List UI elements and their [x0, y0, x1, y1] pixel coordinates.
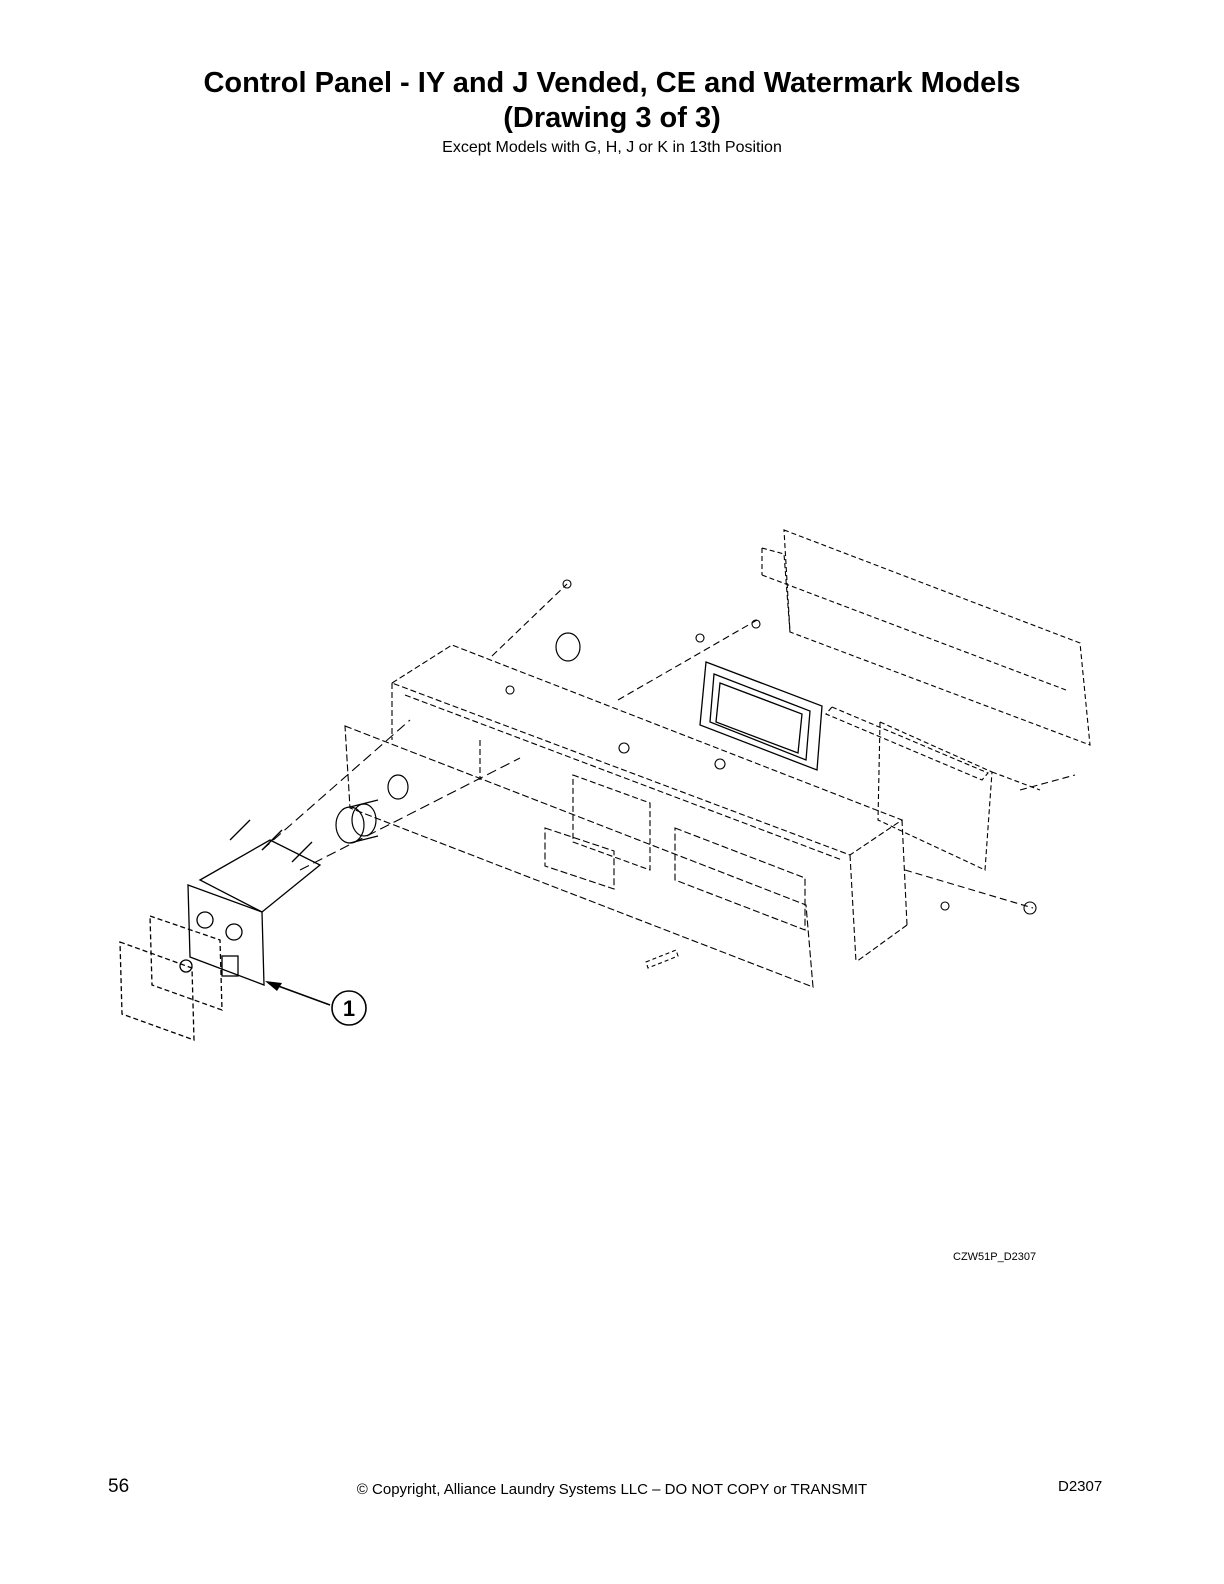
front-face-panel — [344, 725, 814, 988]
rear-cover-panel — [761, 529, 1091, 746]
copyright-notice: © Copyright, Alliance Laundry Systems LL… — [356, 1481, 868, 1498]
page-title-line-2: (Drawing 3 of 3) — [503, 102, 721, 134]
page-title-line-1: Control Panel - IY and J Vended, CE and … — [203, 67, 1021, 99]
loose-strip-part — [645, 949, 679, 969]
coin-drop-assembly — [119, 819, 322, 1041]
page-number: 56 — [108, 1476, 130, 1497]
document-id: D2307 — [1058, 1478, 1103, 1495]
selector-knob — [335, 632, 581, 844]
callout-leader — [269, 982, 331, 1006]
console-housing — [390, 644, 908, 963]
drawing-code: CZW51P_D2307 — [953, 1251, 1037, 1263]
callout-arrowhead — [265, 981, 282, 991]
callout-number: 1 — [343, 996, 355, 1021]
alignment-lines — [261, 719, 521, 871]
page-subtitle: Except Models with G, H, J or K in 13th … — [442, 139, 782, 156]
hardware-screws — [491, 579, 1076, 915]
callout-circle — [331, 990, 367, 1026]
right-bracket — [825, 706, 1041, 871]
display-window — [699, 661, 823, 771]
